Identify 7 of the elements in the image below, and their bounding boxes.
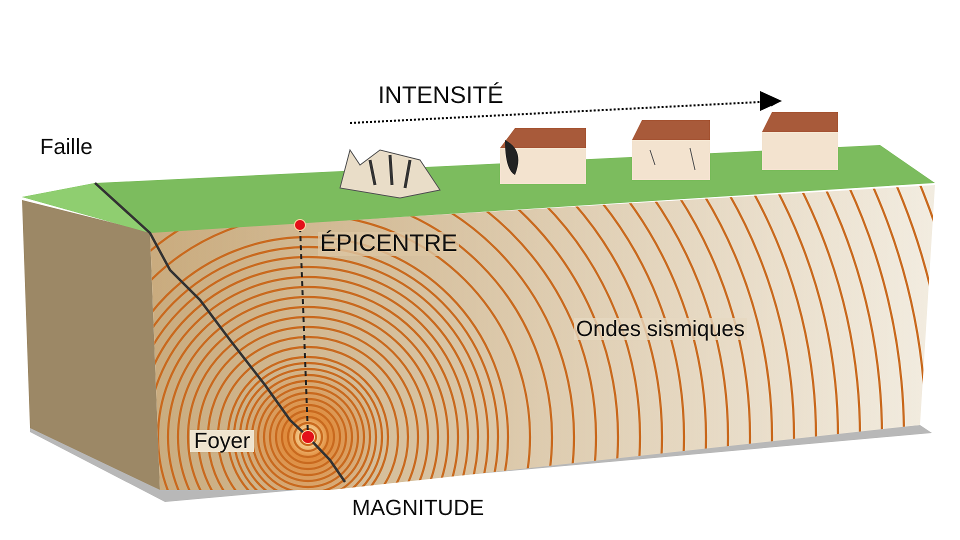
fault-label: Faille [40,136,93,158]
focus-label: Foyer [190,430,254,452]
direction-label: INTENSITÉ [378,84,504,108]
waves-label: Ondes sismiques [574,318,747,340]
dashed-line [299,230,309,430]
magnitude-label: MAGNITUDE [352,497,484,519]
epicenter-label: ÉPICENTRE [318,232,460,256]
